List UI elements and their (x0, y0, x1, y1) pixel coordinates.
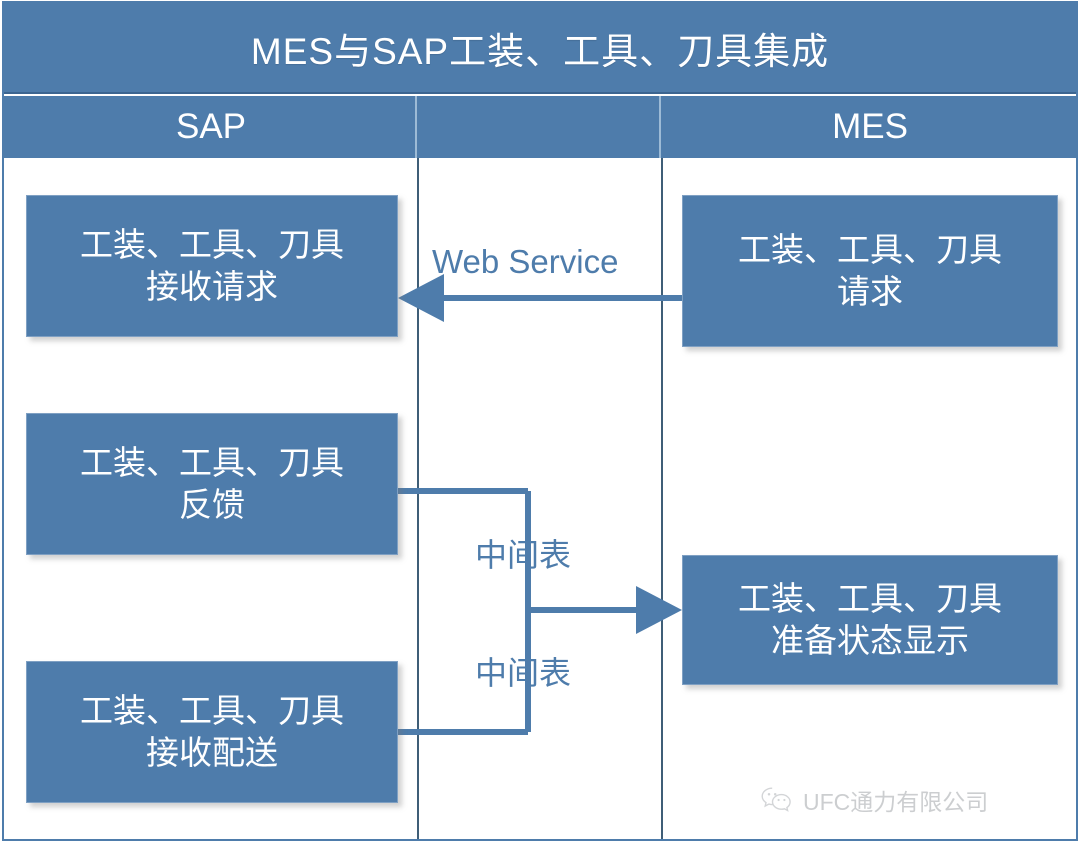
diagram-title: MES与SAP工装、工具、刀具集成 (250, 30, 830, 72)
connector-to-mes-status (528, 586, 682, 634)
swimlane-divider-middle-mes (661, 158, 663, 839)
process-box-mes-request[interactable]: 工装、工具、刀具 请求 (682, 195, 1058, 347)
process-box-line-2: 准备状态显示 (771, 622, 969, 659)
process-box-sap-receive-request[interactable]: 工装、工具、刀具 接收请求 (26, 195, 398, 337)
process-box-line-1: 工装、工具、刀具 (738, 579, 1002, 617)
process-box-mes-prep-status[interactable]: 工装、工具、刀具 准备状态显示 (682, 555, 1058, 685)
swimlane-header-row: SAP MES (4, 96, 1076, 158)
connector-label-mid-table-2: 中间表 (475, 655, 572, 691)
connector-web-service (398, 274, 682, 322)
process-box-line-2: 请求 (837, 273, 903, 310)
watermark: UFC通力有限公司 (760, 783, 988, 817)
process-box-line-2: 接收配送 (146, 734, 278, 771)
swimlane-header-mes: MES (832, 107, 908, 146)
header-separator-left (415, 96, 417, 158)
wechat-icon (761, 787, 791, 812)
process-box-line-1: 工装、工具、刀具 (80, 443, 344, 481)
swimlane-header-sap: SAP (175, 107, 247, 146)
process-box-line-2: 接收请求 (146, 268, 278, 305)
process-box-line-2: 反馈 (179, 486, 245, 523)
process-box-line-1: 工装、工具、刀具 (80, 691, 344, 729)
process-box-line-1: 工装、工具、刀具 (738, 230, 1002, 268)
swimlane-header-middle (420, 96, 662, 158)
process-box-line-1: 工装、工具、刀具 (80, 225, 344, 263)
swimlane-divider-sap-middle (417, 158, 419, 839)
connector-label-mid-table-1: 中间表 (475, 537, 572, 573)
watermark-text: UFC通力有限公司 (803, 789, 989, 815)
diagram-title-bar: MES与SAP工装、工具、刀具集成 (4, 3, 1076, 94)
header-separator-right (659, 96, 661, 158)
connector-label-web-service: Web Service (432, 243, 619, 280)
process-box-sap-receive-deliver[interactable]: 工装、工具、刀具 接收配送 (26, 661, 398, 803)
process-box-sap-feedback[interactable]: 工装、工具、刀具 反馈 (26, 413, 398, 555)
